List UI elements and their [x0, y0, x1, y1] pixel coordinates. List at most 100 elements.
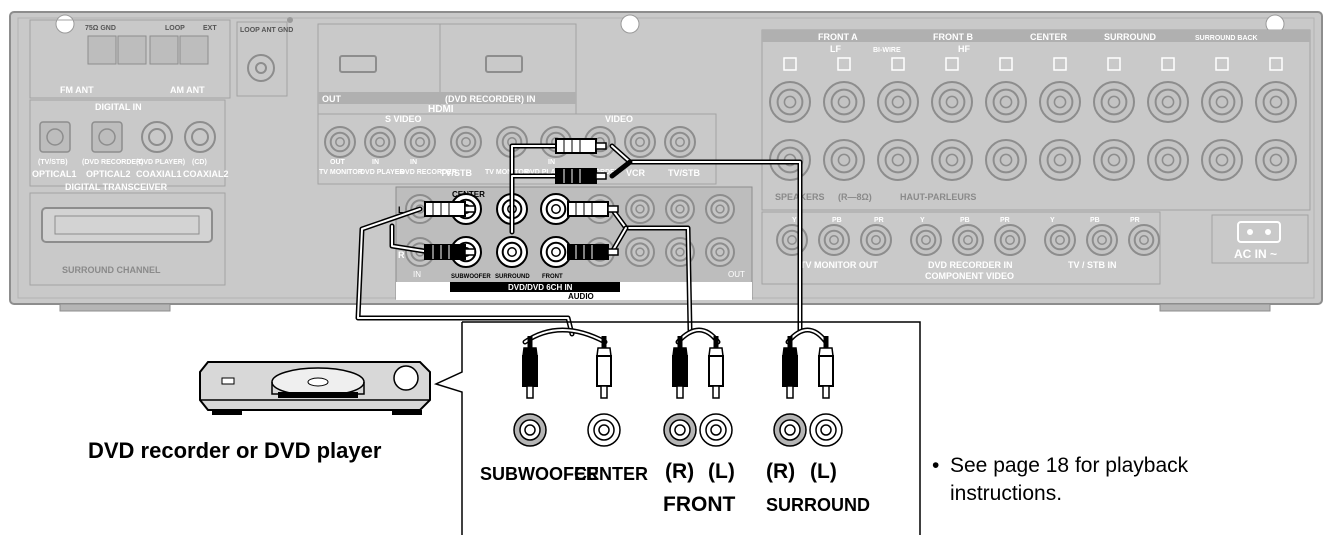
- speaker-header-front-a: FRONT A: [818, 32, 858, 42]
- audio-dvdrec-label: DVD RECORDER: [620, 286, 669, 292]
- digital-inputs: DIGITAL IN (TV/STB) (DVD RECORDER) (DVD …: [29, 99, 229, 192]
- audio-subwoofer-label: SUBWOOFER: [451, 274, 491, 280]
- surround-channel-port: SURROUND CHANNEL: [29, 192, 226, 286]
- tv-stb-in-label: TV / STB IN: [1068, 260, 1117, 270]
- component-jack: [994, 224, 1026, 256]
- speaker-marker: [891, 57, 905, 71]
- video-jack: [324, 126, 356, 158]
- video-label-tvstb-2: TV/STB: [668, 168, 701, 178]
- audio-6ch-jack: [540, 193, 572, 225]
- audio-6ch-jack: [540, 236, 572, 268]
- comp-col-4: Y: [920, 217, 925, 224]
- speaker-terminal: [877, 139, 919, 181]
- jack-front-r: [663, 413, 697, 447]
- note-line-2: instructions.: [950, 482, 1062, 505]
- note-line-1: See page 18 for playback: [950, 454, 1189, 477]
- audio-in-label: IN: [413, 270, 421, 279]
- component-jack: [860, 224, 892, 256]
- plug-surround-l: [818, 336, 834, 399]
- plug-subwoofer: [522, 336, 538, 399]
- video-label-vcr: VCR: [626, 168, 646, 178]
- loop-ant-gnd-label: LOOP ANT GND: [240, 27, 293, 34]
- speaker-terminal: [1147, 139, 1189, 181]
- ac-in-label: AC IN ~: [1234, 247, 1277, 261]
- comp-col-3: PR: [874, 217, 884, 224]
- speaker-terminal: [823, 81, 865, 123]
- digital-small-1: (TV/STB): [38, 159, 68, 166]
- video-jack: [450, 126, 482, 158]
- speaker-terminal: [931, 81, 973, 123]
- output-labels: SUBWOOFER CENTER (R) (L) FRONT (R) (L) S…: [480, 460, 870, 516]
- output-surround-r-label: (R): [766, 460, 795, 483]
- digital-small-3: (DVD PLAYER): [136, 159, 185, 166]
- comp-col-8: PB: [1090, 217, 1100, 224]
- audio-jack: [625, 194, 655, 224]
- speaker-header-surround-back: SURROUND BACK: [1195, 35, 1258, 42]
- video-small-1: TV MONITOR: [319, 169, 363, 176]
- audio-r-label: R: [398, 250, 405, 260]
- lf-label: LF: [830, 44, 841, 54]
- s-video-label: S VIDEO: [385, 114, 422, 124]
- speaker-terminal: [1039, 139, 1081, 181]
- jack-subwoofer: [513, 413, 547, 447]
- video-sub-4: IN: [548, 159, 555, 166]
- plug-surround-l-panel: [555, 138, 607, 154]
- component-jack: [910, 224, 942, 256]
- hdmi-section: OUT (DVD RECORDER) IN HDMI: [317, 23, 577, 115]
- audio-tvstb-label: TV/STB: [686, 283, 715, 292]
- video-jack: [404, 126, 436, 158]
- plug-surround-r-panel: [555, 168, 607, 184]
- cables: [355, 143, 829, 345]
- digital-small-2: (DVD RECORDER): [82, 159, 143, 166]
- speaker-marker: [783, 57, 797, 71]
- antenna-gnd-label: 75Ω GND: [85, 25, 116, 32]
- digital-in-label: DIGITAL IN: [95, 102, 142, 112]
- am-ant-label: AM ANT: [170, 85, 205, 95]
- speaker-marker: [1107, 57, 1121, 71]
- speaker-terminal: [1201, 81, 1243, 123]
- speaker-terminal: [1201, 139, 1243, 181]
- speaker-terminal: [985, 139, 1027, 181]
- surround-channel-label: SURROUND CHANNEL: [62, 265, 161, 275]
- component-jack: [1128, 224, 1160, 256]
- plug-front-r: [672, 336, 688, 399]
- component-jack: [1086, 224, 1118, 256]
- speaker-terminal: [985, 81, 1027, 123]
- speaker-marker: [945, 57, 959, 71]
- comp-col-2: PB: [832, 217, 842, 224]
- audio-jack: [705, 237, 735, 267]
- panel-plugs: [424, 138, 619, 260]
- component-video-label: COMPONENT VIDEO: [925, 271, 1014, 281]
- speaker-terminal: [769, 81, 811, 123]
- ext-label: EXT: [203, 25, 217, 32]
- speaker-terminal: [1093, 139, 1135, 181]
- output-subwoofer-label: SUBWOOFER: [480, 464, 599, 484]
- tv-monitor-out-label: TV MONITOR OUT: [800, 260, 878, 270]
- optical2-label: OPTICAL2: [86, 169, 131, 179]
- speaker-terminal: [1039, 81, 1081, 123]
- comp-col-1: Y: [792, 217, 797, 224]
- audio-jack: [625, 237, 655, 267]
- component-video: Y PB PR Y PB PR Y PB PR TV MONITOR OUT D…: [761, 211, 1161, 285]
- speaker-terminal: [1255, 81, 1297, 123]
- hdmi-logo: HDMI: [428, 104, 454, 115]
- comp-col-5: PB: [960, 217, 970, 224]
- video-sub-3: IN: [410, 159, 417, 166]
- plug-surround-r: [782, 336, 798, 399]
- component-jack: [1044, 224, 1076, 256]
- audio-6ch-jack: [496, 236, 528, 268]
- audio-jack: [665, 194, 695, 224]
- output-front-label: FRONT: [663, 493, 735, 516]
- audio-front-label: FRONT: [542, 274, 563, 280]
- jack-surround-l: [809, 413, 843, 447]
- audio-jack: [705, 194, 735, 224]
- speaker-marker: [1215, 57, 1229, 71]
- speaker-marker: [1161, 57, 1175, 71]
- speaker-header-center: CENTER: [1030, 32, 1068, 42]
- plug-front-r-panel: [567, 244, 619, 260]
- device-caption: DVD recorder or DVD player: [88, 438, 382, 463]
- video-jack: [364, 126, 396, 158]
- speaker-marker: [1053, 57, 1067, 71]
- coaxial1-label: COAXIAL1: [136, 169, 182, 179]
- speaker-header-front-b: FRONT B: [933, 32, 973, 42]
